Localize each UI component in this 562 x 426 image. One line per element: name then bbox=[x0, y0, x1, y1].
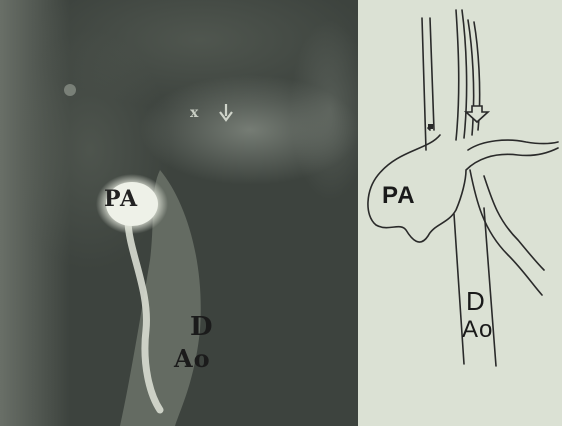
photo-ao-label: Ao bbox=[174, 344, 211, 373]
diagram-lines bbox=[358, 0, 562, 426]
photo-x-label: x bbox=[190, 105, 199, 121]
photo-pa-label: PA bbox=[104, 186, 138, 212]
diagram-ao-label: Ao bbox=[462, 316, 493, 344]
angiogram-photo: PA x D Ao bbox=[0, 0, 358, 426]
diagram-marker bbox=[428, 124, 433, 129]
diagram-down-arrow-icon bbox=[466, 106, 488, 122]
angiogram-diagram: PA D Ao bbox=[358, 0, 562, 426]
diagram-pa-label: PA bbox=[382, 182, 416, 210]
photo-d-label: D bbox=[190, 312, 214, 342]
diagram-d-label: D bbox=[466, 286, 486, 317]
